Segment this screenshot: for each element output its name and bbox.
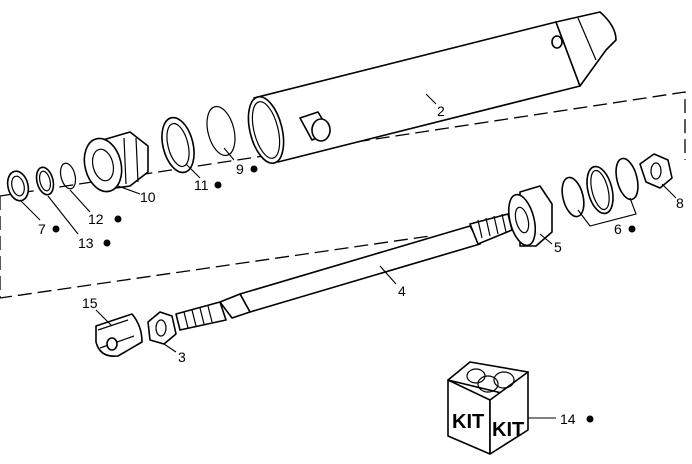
leader-10 bbox=[117, 185, 141, 195]
o-ring-9 bbox=[206, 105, 236, 157]
label-8: 8 bbox=[676, 195, 684, 211]
label-7: 7 bbox=[38, 221, 46, 237]
leader-6 bbox=[577, 197, 637, 227]
ring-13 bbox=[35, 166, 55, 196]
kit-marker-6 bbox=[628, 225, 636, 233]
seal-12 bbox=[59, 162, 77, 190]
jam-nut-3 bbox=[147, 311, 177, 345]
wiper-7 bbox=[6, 170, 30, 202]
label-12: 12 bbox=[88, 211, 104, 227]
leader-13 bbox=[47, 195, 79, 235]
piston-nut-8 bbox=[639, 153, 673, 189]
piston-seal-set-6 bbox=[561, 157, 639, 218]
seal-kit-box-14: KIT KIT bbox=[447, 361, 529, 455]
leader-2 bbox=[425, 93, 437, 105]
cylinder-barrel bbox=[247, 11, 617, 165]
backup-ring-11 bbox=[161, 116, 195, 174]
kit-marker-9 bbox=[250, 165, 258, 173]
leader-3 bbox=[163, 343, 177, 353]
leader-15 bbox=[95, 309, 113, 327]
leader-4 bbox=[379, 265, 397, 285]
kit-marker-7 bbox=[52, 225, 60, 233]
leader-5 bbox=[539, 233, 553, 245]
kit-text-left: KIT bbox=[452, 411, 484, 433]
piston-5 bbox=[507, 185, 553, 247]
piston-rod bbox=[175, 213, 513, 331]
label-2: 2 bbox=[437, 103, 445, 119]
label-13: 13 bbox=[78, 235, 94, 251]
leader-9 bbox=[223, 147, 235, 161]
seal-kit-boundary bbox=[0, 91, 686, 299]
label-14: 14 bbox=[560, 411, 576, 427]
label-6: 6 bbox=[614, 221, 622, 237]
kit-marker-13 bbox=[103, 239, 111, 247]
kit-marker-11 bbox=[214, 181, 222, 189]
kit-marker-14 bbox=[586, 415, 594, 423]
label-4: 4 bbox=[398, 283, 406, 299]
rod-clevis-15 bbox=[95, 313, 143, 358]
label-11: 11 bbox=[194, 177, 209, 193]
label-3: 3 bbox=[178, 349, 186, 365]
label-9: 9 bbox=[236, 161, 244, 177]
kit-text-right: KIT bbox=[492, 419, 524, 441]
leader-7 bbox=[19, 199, 41, 221]
label-5: 5 bbox=[554, 239, 562, 255]
label-15: 15 bbox=[82, 295, 98, 311]
kit-marker-12 bbox=[114, 215, 122, 223]
gland-10 bbox=[83, 131, 149, 193]
leader-12 bbox=[69, 189, 91, 213]
leader-11 bbox=[185, 163, 201, 179]
leader-8 bbox=[661, 183, 677, 199]
label-10: 10 bbox=[140, 189, 156, 205]
